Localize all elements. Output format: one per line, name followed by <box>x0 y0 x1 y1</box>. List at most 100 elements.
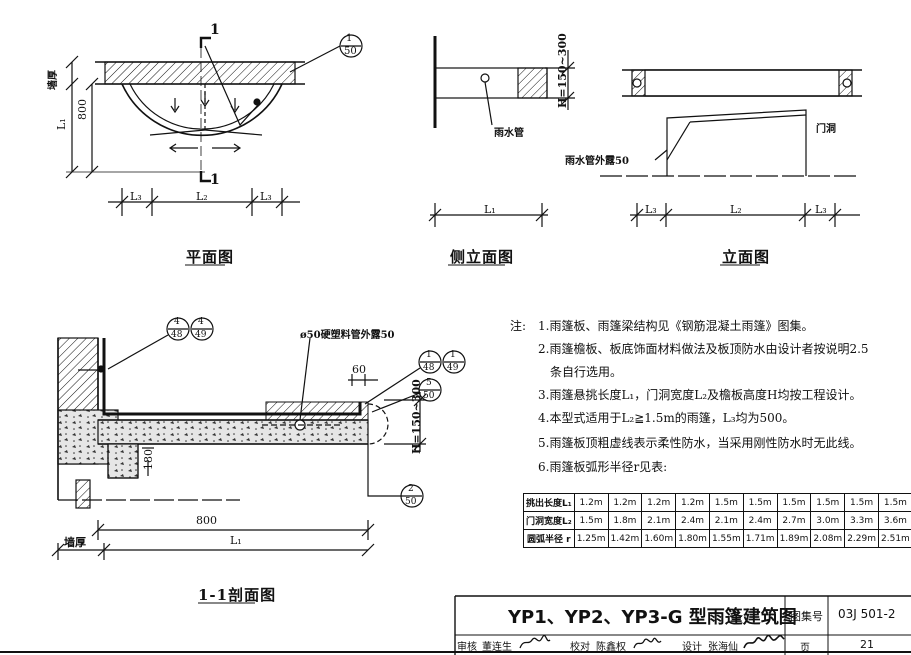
sec-ref-c-num: 5 <box>426 378 432 388</box>
section-view <box>51 317 466 604</box>
drawing-title: YP1、YP2、YP3-G 型雨篷建筑图 <box>508 607 797 628</box>
plan-caption: 平面图 <box>186 248 235 266</box>
table-cell: 2.1m <box>641 511 677 530</box>
elev-dim-l2: L₂ <box>730 203 742 216</box>
table-cell: 1.2m <box>573 493 609 512</box>
note-2-cont: 条自行选用。 <box>550 365 623 379</box>
checker-name: 陈鑫权 <box>596 642 626 653</box>
side-caption: 侧立面图 <box>450 248 515 266</box>
table-cell: 1.5m <box>776 493 812 512</box>
table-cell: 3.6m <box>878 511 911 530</box>
section-mark-top: 1 <box>210 22 220 38</box>
elev-caption: 立面图 <box>722 248 771 266</box>
table-cell: 1.2m <box>607 493 643 512</box>
page-number: 21 <box>860 638 874 651</box>
note-5: 5.雨篷板顶粗虚线表示柔性防水，当采用刚性防水时无此线。 <box>538 436 862 450</box>
sec-ref-b-den2: 49 <box>447 363 459 373</box>
plan-detail-ref-den: 50 <box>344 46 357 57</box>
sec-dim-800: 800 <box>196 514 217 527</box>
sec-dim-180: 180 <box>142 449 155 470</box>
table-cell: 1.5m <box>878 493 911 512</box>
note-1: 1.雨篷板、雨篷梁结构见《钢筋混凝土雨篷》图集。 <box>538 319 814 333</box>
notes-prefix: 注: <box>510 319 527 333</box>
plan-detail-ref-num: 1 <box>346 33 353 44</box>
elev-pipe-label: 雨水管外露50 <box>565 156 629 167</box>
table-cell: 1.71m <box>742 529 778 548</box>
side-view <box>428 36 575 266</box>
sec-dim-l1: L₁ <box>230 534 242 547</box>
sec-ref-d-num: 2 <box>408 484 414 494</box>
row-header: 圆弧半径 r <box>523 529 575 548</box>
table-cell: 2.4m <box>675 511 710 530</box>
sec-ref-a-den1: 48 <box>171 330 183 340</box>
table-cell: 1.55m <box>708 529 744 548</box>
table-cell: 2.29m <box>844 529 879 548</box>
review-label: 审核 <box>457 642 477 653</box>
table-cell: 1.42m <box>607 529 643 548</box>
sec-ref-b-num1: 1 <box>426 350 432 360</box>
note-4: 4.本型式适用于L₂≧1.5m的雨篷，L₃均为500。 <box>538 411 795 425</box>
elev-dim-l3-left: L₃ <box>645 203 657 216</box>
plan-view <box>65 34 363 266</box>
sec-ref-a-num1: 4 <box>174 317 180 327</box>
elev-door-label: 门洞 <box>816 124 836 135</box>
table-cell: 2.1m <box>708 511 744 530</box>
page-label: 页 <box>800 643 810 654</box>
sec-ref-c-den: 50 <box>423 391 435 401</box>
designer-name: 张海仙 <box>708 642 738 653</box>
section-caption: 1-1剖面图 <box>198 586 277 604</box>
table-row: 挑出长度L₁ 1.2m 1.2m 1.2m 1.2m 1.5m 1.5m 1.5… <box>523 493 911 512</box>
table-cell: 2.51m <box>878 529 911 548</box>
note-6: 6.雨篷板弧形半径r见表: <box>538 460 668 474</box>
note-2: 2.雨篷檐板、板底饰面材料做法及板顶防水由设计者按说明2.5 <box>538 342 869 356</box>
reviewer-name: 董连生 <box>482 642 512 653</box>
sec-ref-a-num2: 4 <box>198 317 204 327</box>
plan-dim-l2: L₂ <box>196 190 208 203</box>
plan-dim-l3-right: L₃ <box>260 190 272 203</box>
check-label: 校对 <box>570 642 590 653</box>
plan-dim-l1: L₁ <box>55 118 68 130</box>
plan-wall-label: 墙厚 <box>48 70 59 90</box>
sec-ref-d-den: 50 <box>405 497 417 507</box>
sec-pipe-label: ø50硬塑料管外露50 <box>300 330 395 341</box>
elev-dim-l3-right: L₃ <box>815 203 827 216</box>
note-3: 3.雨篷悬挑长度L₁，门洞宽度L₂及檐板高度H均按工程设计。 <box>538 388 862 402</box>
plan-dim-l3-left: L₃ <box>130 190 142 203</box>
table-row: 圆弧半径 r 1.25m 1.42m 1.60m 1.80m 1.55m 1.7… <box>523 529 911 548</box>
section-mark-bottom: 1 <box>210 172 220 188</box>
sec-wall-label: 墙厚 <box>64 536 86 549</box>
table-cell: 2.4m <box>742 511 778 530</box>
atlas-number: 03J 501-2 <box>838 607 896 621</box>
plan-dim-800: 800 <box>76 99 89 120</box>
table-cell: 2.7m <box>776 511 812 530</box>
table-cell: 1.5m <box>708 493 744 512</box>
sec-height-label: H=150~300 <box>410 379 423 454</box>
sec-ref-a-den2: 49 <box>195 330 207 340</box>
table-cell: 1.5m <box>810 493 846 512</box>
sec-dim-60: 60 <box>352 363 366 376</box>
side-dim-l1: L₁ <box>484 203 496 216</box>
row-header: 门洞宽度L₂ <box>523 511 575 530</box>
table-cell: 1.5m <box>742 493 778 512</box>
table-cell: 3.0m <box>810 511 846 530</box>
table-row: 门洞宽度L₂ 1.5m 1.8m 2.1m 2.4m 2.1m 2.4m 2.7… <box>523 511 911 530</box>
table-cell: 1.8m <box>607 511 643 530</box>
table-cell: 1.80m <box>675 529 710 548</box>
side-height-label: H=150~300 <box>556 33 569 108</box>
table-cell: 1.5m <box>573 511 609 530</box>
table-cell: 1.2m <box>641 493 677 512</box>
design-label: 设计 <box>682 642 702 653</box>
atlas-label: 图集号 <box>790 610 823 623</box>
radius-table: 挑出长度L₁ 1.2m 1.2m 1.2m 1.2m 1.5m 1.5m 1.5… <box>523 493 911 548</box>
table-cell: 2.08m <box>810 529 846 548</box>
table-cell: 1.5m <box>844 493 879 512</box>
table-cell: 1.60m <box>641 529 677 548</box>
table-cell: 1.2m <box>675 493 710 512</box>
sec-ref-b-num2: 1 <box>450 350 456 360</box>
table-cell: 1.25m <box>573 529 609 548</box>
elevation-view <box>600 69 862 266</box>
row-header: 挑出长度L₁ <box>523 493 575 512</box>
sec-ref-b-den1: 48 <box>423 363 435 373</box>
